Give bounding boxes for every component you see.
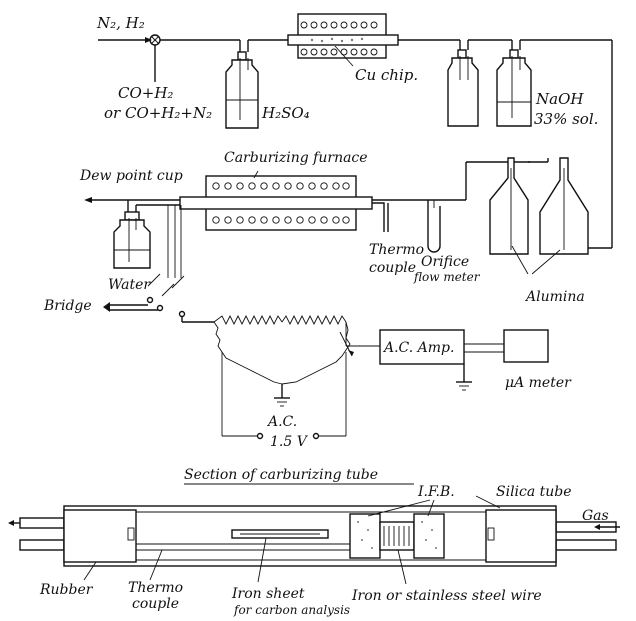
iron-sheet-label-2: for carbon analysis	[233, 603, 350, 617]
inlet-gas-label: N₂, H₂	[96, 14, 145, 32]
tube-cross-section: Section of carburizing tube	[8, 467, 620, 617]
safety-trap-bottle	[447, 49, 479, 127]
dew-point-cup-label: Dew point cup	[79, 168, 183, 184]
microammeter	[503, 329, 549, 363]
naoh-wash-bottle	[496, 49, 532, 127]
orifice-label-2: flow meter	[413, 270, 481, 284]
alumina-label: Alumina	[524, 289, 585, 305]
ac-amplifier	[379, 329, 465, 365]
iron-sheet-sample	[231, 529, 329, 539]
ifb-label: I.F.B.	[417, 484, 455, 500]
silica-tube-label: Silica tube	[496, 484, 572, 500]
carburizing-furnace	[179, 170, 373, 231]
h2so4-wash-bottle	[225, 51, 259, 129]
thermocouple-section-label-2: couple	[132, 596, 179, 612]
naoh-label: NaOH	[535, 90, 584, 108]
alumina-column-2	[539, 157, 589, 255]
wire-specimen	[379, 521, 415, 551]
naoh-concentration-label: 33% sol.	[534, 110, 598, 128]
water-label: Water	[108, 277, 151, 293]
carburizing-section: Dew point cup Carburizing furnace Water …	[79, 150, 612, 305]
water-bottle	[113, 211, 151, 269]
h2so4-label: H₂SO₄	[261, 104, 310, 122]
rubber-label: Rubber	[39, 582, 94, 598]
cu-chip-label: Cu chip.	[355, 66, 418, 84]
ifb-block-right	[413, 513, 445, 559]
gas-label: Gas	[582, 508, 609, 524]
thermocouple-label: Thermo	[369, 242, 424, 258]
gas-purification-train: N₂, H₂ CO+H₂ or CO+H₂+N₂ H₂SO₄ Cu chip. …	[96, 13, 613, 248]
ac-voltage-label: 1.5 V	[270, 434, 309, 450]
section-title: Section of carburizing tube	[184, 467, 378, 483]
orifice-label: Orifice	[421, 254, 469, 270]
bridge-label: Bridge	[43, 298, 92, 314]
carburizing-furnace-label: Carburizing furnace	[224, 150, 368, 166]
carburizing-gas-label-2: or CO+H₂+N₂	[104, 104, 212, 122]
ac-source-label: A.C.	[266, 414, 297, 430]
bridge-circuit: Bridge A.C. Amp. μA meter A.C. 1.5 V	[43, 205, 572, 450]
wheatstone-bridge	[213, 314, 354, 440]
cu-chip-furnace	[287, 13, 399, 67]
ua-meter-label: μA meter	[505, 375, 572, 391]
alumina-column-1	[489, 157, 529, 255]
ifb-block-left	[349, 513, 381, 559]
orifice-flow-meter	[427, 200, 441, 253]
rubber-stopper-left	[63, 509, 137, 563]
carburizing-gas-label: CO+H₂	[118, 84, 173, 102]
iron-sheet-label: Iron sheet	[231, 586, 305, 602]
wire-label: Iron or stainless steel wire	[351, 588, 542, 604]
thermocouple-section-label: Thermo	[128, 580, 183, 596]
rubber-stopper-right	[485, 509, 557, 563]
thermocouple-label-2: couple	[369, 260, 416, 276]
ac-amp-label: A.C. Amp.	[382, 340, 454, 356]
